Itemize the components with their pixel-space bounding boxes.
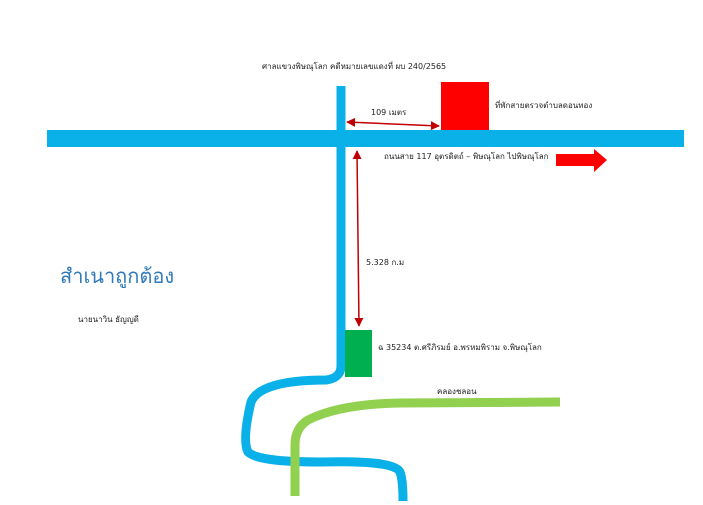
distance-vertical-line (352, 150, 364, 327)
canal (290, 397, 561, 496)
side-road (241, 86, 408, 502)
distance-top-label: 109 เมตร (371, 108, 407, 117)
road-label: ถนนสาย 117 อุตรดิตถ์ – พิษณุโลก ไปพิษณุโ… (384, 152, 549, 161)
property-label: ฉ 35234 ต.ศรีภิรมย์ อ.พรหมพิราม จ.พิษณุโ… (378, 343, 542, 352)
property-marker (345, 330, 372, 377)
distance-vertical-unit: ก.ม (391, 258, 405, 267)
landmark-label: ที่พักสายตรวจตำบลดอนทอง (495, 101, 593, 110)
police-station-marker (441, 82, 489, 130)
direction-arrow-icon (556, 149, 607, 172)
distance-top-line (346, 117, 440, 131)
distance-vertical-value: 5.328 (366, 258, 389, 267)
signer-name: นายนาวิน ธัญญดี (78, 315, 139, 324)
highway-117 (47, 130, 684, 147)
canal-label: คลองชลอน (437, 387, 477, 396)
distance-vertical-label: 5.328 ก.ม (366, 259, 404, 267)
certified-text: สำเนาถูกต้อง (60, 264, 175, 288)
header-text: ศาลแขวงพิษณุโลก คดีหมายเลขแดงที่ ผบ 240/… (262, 62, 447, 71)
